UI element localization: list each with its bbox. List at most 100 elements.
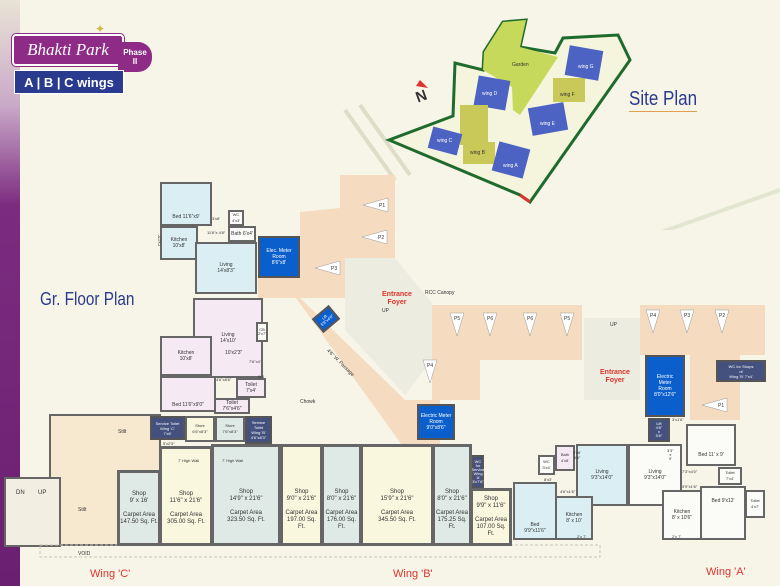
passage-area — [258, 175, 440, 470]
dining-dim: 3'x6' 9'6" — [573, 450, 581, 460]
up-label: UP — [610, 322, 617, 328]
carpet-area-label: Carpet Area — [325, 510, 358, 516]
stilt-label: Stilt — [118, 429, 127, 435]
wing-g-block — [564, 45, 604, 81]
staircase — [4, 477, 61, 547]
kitchen: Kitchen 8' x 10'6" — [662, 490, 702, 540]
chowk-label: Chowk — [300, 399, 316, 405]
duct-label: 3'x1'6" — [672, 417, 684, 422]
wing-d-block — [473, 75, 511, 111]
shop-size: 15'9" x 21'6" — [380, 496, 414, 502]
wing-label: wing E — [540, 121, 556, 127]
front-margin — [39, 544, 601, 558]
kitchen: Kitchen 10'x8' — [160, 336, 212, 376]
pillar-marker — [679, 309, 695, 334]
dining-dim: 10'x2'3" — [225, 350, 243, 356]
duct-label: 7'x2'6" — [156, 234, 162, 247]
shop-size: 8'0" x 21'6" — [326, 496, 357, 502]
living-room: Living 14'x8'3" — [195, 242, 257, 294]
side-stripe — [0, 0, 20, 586]
carpet-area: 323.50 Sq. Ft. — [227, 517, 265, 523]
electric-meter-room: Electric Meter Room 8'0"x12'6" — [645, 355, 685, 417]
pillar-marker — [361, 229, 388, 245]
shop-name: Shop — [444, 489, 459, 495]
carpet-area: 197.00 Sq. Ft. — [286, 517, 317, 530]
wing-c-block — [427, 126, 463, 156]
lobby-dim: 3'9"x1'6" — [682, 484, 698, 489]
carpet-area-label: Carpet Area — [169, 512, 203, 518]
pillar-marker — [362, 197, 389, 213]
carpet-area-label: Carpet Area — [229, 510, 263, 516]
pillar-label: P5 — [564, 316, 570, 322]
wing-b-block — [463, 142, 495, 164]
dining-dim: 3'3" x 9' — [667, 448, 674, 461]
pillar-label: P1 — [718, 403, 724, 409]
shop-size: 9'0" x 21'6" — [286, 496, 317, 502]
wing-c-label: Wing 'C' — [90, 568, 131, 580]
carpet-area-label: Carpet Area — [435, 510, 469, 516]
pillar-label: P4 — [427, 363, 433, 369]
carpet-area-label: Carpet Area — [380, 510, 414, 516]
service-toilet-wing-b: Service Toilet Wing 'B' 4'6"x8'3" — [245, 416, 272, 444]
bath: Bath 6'x4' — [228, 226, 256, 242]
shop-name: Shop — [178, 491, 193, 497]
bedroom: Bed 11' x 9' — [686, 424, 736, 466]
pillar-marker — [314, 260, 341, 276]
wc-shops-wing-b: WC for Shops of Wing 'B' 7'x4' — [716, 360, 766, 382]
toilet: Toilet 7'x4' — [718, 467, 742, 485]
ledge-dim: 2'x 7' — [672, 534, 682, 539]
entrance-foyer-area — [345, 258, 432, 395]
carpet-area: 176.00 Sq. Ft. — [326, 517, 357, 530]
carpet-area-label: Carpet Area — [474, 517, 508, 523]
site-road — [343, 103, 412, 182]
pillar-marker — [559, 312, 575, 337]
service-toilet-wing-c: Service Toilet Wing 'C' 7'x6' — [150, 416, 185, 440]
passage-dim: 7'6"x4' — [249, 359, 261, 364]
void-label: VOID — [78, 551, 91, 557]
pillar-label: P5 — [454, 316, 460, 322]
wc-service-wing-a: WC for Service Wing 'A' 3'x7'6" — [471, 455, 485, 489]
high-wall-label: 7' High Wall — [222, 458, 244, 463]
rcc-canopy-label: RCC Canopy — [425, 290, 455, 296]
pillar-marker — [714, 309, 730, 334]
pillar-label: P6 — [487, 316, 493, 322]
floor-plan-title: Gr. Floor Plan — [40, 289, 135, 309]
pillar-marker — [645, 309, 661, 334]
carpet-area: 147.50 Sq. Ft. — [120, 519, 158, 525]
shop-size: 9' x 16' — [129, 498, 149, 504]
site-plan-title: Site Plan — [629, 88, 698, 112]
wing-a-label: Wing 'A' — [706, 566, 746, 578]
passage-dim: 3'x8' — [212, 216, 220, 221]
lift: Lift 4'6" x 5'6" — [648, 418, 670, 442]
bedroom: Bed 11'6"x9' — [160, 182, 212, 226]
up-label: UP — [382, 308, 389, 314]
bath: Bath 4'x8' — [555, 445, 575, 471]
wing-court — [460, 105, 488, 145]
pillar-marker — [701, 397, 728, 413]
wc: WC 4'x3' — [228, 210, 244, 226]
entrance-foyer-area — [584, 318, 640, 400]
pillar-label: P2 — [719, 313, 725, 319]
lobby-dim: 4'6"x8'6" — [216, 377, 232, 382]
wing-label: wing F — [560, 92, 575, 98]
passage-dim: 7'3"x4'0" — [682, 469, 698, 474]
wing-label: wing C — [437, 138, 453, 144]
shop-size: 8'0" x 21'6" — [437, 496, 467, 502]
wing-b-label: Wing 'B' — [393, 568, 433, 580]
pillar-label: P4 — [650, 313, 656, 319]
high-wall-label: 7' High Wall — [178, 458, 200, 463]
shop-name: Shop — [334, 489, 349, 495]
north-arrow-icon — [416, 80, 428, 88]
wing-label: wing G — [578, 64, 594, 70]
pillar-marker — [482, 312, 498, 337]
carpet-area-label: Carpet Area — [285, 510, 318, 516]
shop-size: 11'6" x 21'6" — [169, 498, 203, 504]
living-room: Living 9'3"x14'0" — [576, 444, 628, 506]
stilt-label: Stilt — [78, 507, 87, 513]
garden-area — [483, 20, 558, 115]
shop-name: Shop — [238, 489, 253, 495]
site-gate — [519, 193, 531, 204]
shop-name: Shop — [294, 489, 309, 495]
